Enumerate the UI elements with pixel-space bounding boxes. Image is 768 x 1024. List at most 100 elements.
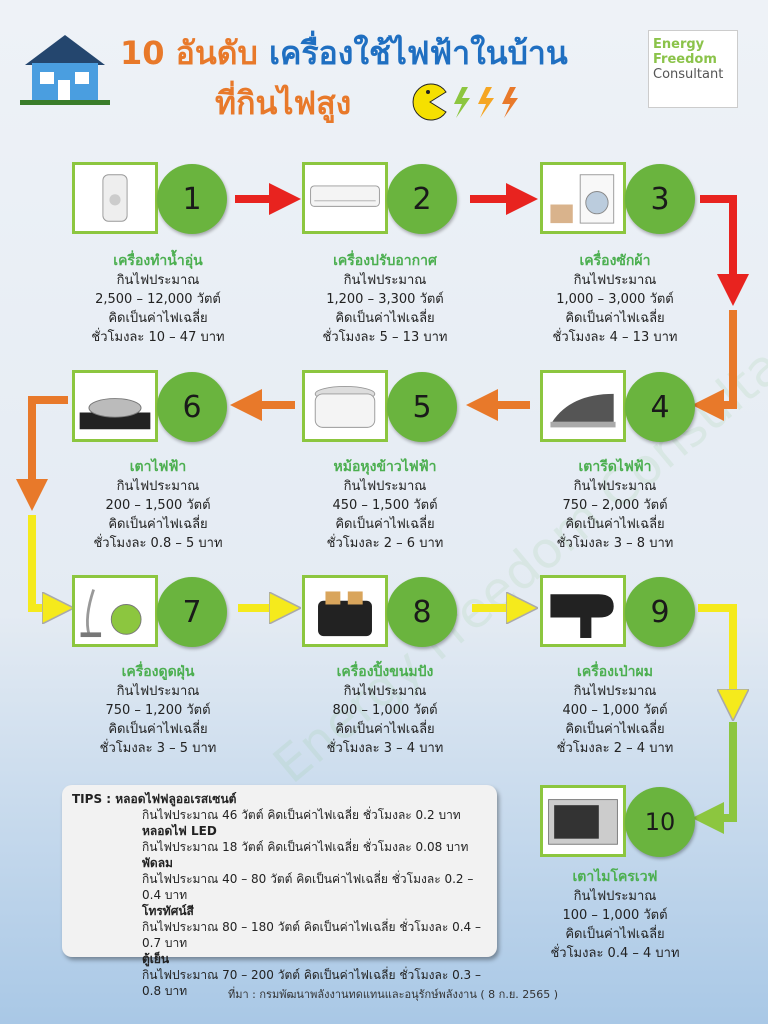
appliance-image xyxy=(540,785,626,857)
rank-badge: 4 xyxy=(625,372,695,442)
avg-label: คิดเป็นค่าไฟเฉลี่ย xyxy=(335,722,435,737)
uses-label: กินไฟประมาณ xyxy=(573,479,657,494)
appliance-name: เครื่องทำน้ำอุ่น xyxy=(113,253,203,269)
uses-label: กินไฟประมาณ xyxy=(343,684,427,699)
watts: 1,200 – 3,300 วัตต์ xyxy=(326,292,444,307)
vacuum-cleaner-icon xyxy=(80,589,142,638)
appliance-info: เตาไมโครเวฟ กินไฟประมาณ 100 – 1,000 วัตต… xyxy=(505,868,725,963)
avg-label: คิดเป็นค่าไฟเฉลี่ย xyxy=(565,311,665,326)
appliance-name: เครื่องเป่าผม xyxy=(577,664,653,680)
uses-label: กินไฟประมาณ xyxy=(573,273,657,288)
pacman-lightning-icon xyxy=(412,83,518,121)
appliance-info: เตารีดไฟฟ้า กินไฟประมาณ 750 – 2,000 วัตต… xyxy=(505,458,725,553)
uses-label: กินไฟประมาณ xyxy=(116,479,200,494)
title-line2: ที่กินไฟสูง xyxy=(215,84,352,122)
tip-detail: กินไฟประมาณ 46 วัตต์ คิดเป็นค่าไฟเฉลี่ย … xyxy=(142,808,461,822)
tip-name: หลอดไฟ LED xyxy=(142,824,217,838)
iron-icon xyxy=(550,393,616,428)
watts: 450 – 1,500 วัตต์ xyxy=(332,498,438,513)
appliance-image xyxy=(302,370,388,442)
watts: 1,000 – 3,000 วัตต์ xyxy=(556,292,674,307)
uses-label: กินไฟประมาณ xyxy=(573,684,657,699)
appliance-info: เครื่องปรับอากาศ กินไฟประมาณ 1,200 – 3,3… xyxy=(275,252,495,347)
washing-machine-icon xyxy=(550,174,615,224)
tip-detail: กินไฟประมาณ 40 – 80 วัตต์ คิดเป็นค่าไฟเฉ… xyxy=(142,872,474,902)
appliance-info: หม้อหุงข้าวไฟฟ้า กินไฟประมาณ 450 – 1,500… xyxy=(275,458,495,553)
appliance-name: เครื่องซักผ้า xyxy=(579,253,651,269)
appliance-image xyxy=(540,575,626,647)
uses-label: กินไฟประมาณ xyxy=(116,684,200,699)
appliance-image xyxy=(302,575,388,647)
appliance-image xyxy=(72,162,158,234)
hourly-cost: ชั่วโมงละ 4 – 13 บาท xyxy=(552,330,678,345)
appliance-name: เครื่องปรับอากาศ xyxy=(333,253,437,269)
arrow-3-down xyxy=(700,195,749,306)
title-line1: 10 อันดับ เครื่องใช้ไฟฟ้าในบ้าน xyxy=(120,34,568,72)
tip-name: TIPS : หลอดไฟฟลูออเรสเซนต์ xyxy=(72,792,237,806)
watts: 100 – 1,000 วัตต์ xyxy=(562,908,668,923)
electric-stove-icon xyxy=(79,398,151,430)
arrow-down-4 xyxy=(692,310,737,421)
avg-label: คิดเป็นค่าไฟเฉลี่ย xyxy=(565,927,665,942)
appliance-image xyxy=(302,162,388,234)
watts: 200 – 1,500 วัตต์ xyxy=(105,498,211,513)
appliance-info: เครื่องดูดฝุ่น กินไฟประมาณ 750 – 1,200 ว… xyxy=(48,663,268,758)
arrow-6-down xyxy=(16,396,68,511)
avg-label: คิดเป็นค่าไฟเฉลี่ย xyxy=(108,722,208,737)
hair-dryer-icon xyxy=(550,594,614,638)
rank-badge: 5 xyxy=(387,372,457,442)
air-conditioner-icon xyxy=(310,185,380,207)
uses-label: กินไฟประมาณ xyxy=(116,273,200,288)
hourly-cost: ชั่วโมงละ 0.4 – 4 บาท xyxy=(550,946,680,961)
appliance-name: เครื่องปิ้งขนมปัง xyxy=(336,664,434,680)
avg-label: คิดเป็นค่าไฟเฉลี่ย xyxy=(335,311,435,326)
appliance-name: เตาไมโครเวฟ xyxy=(572,869,658,885)
rank-badge: 8 xyxy=(387,577,457,647)
tip-detail: กินไฟประมาณ 18 วัตต์ คิดเป็นค่าไฟเฉลี่ย … xyxy=(142,840,469,854)
avg-label: คิดเป็นค่าไฟเฉลี่ย xyxy=(565,517,665,532)
watts: 400 – 1,000 วัตต์ xyxy=(562,703,668,718)
rank-badge: 7 xyxy=(157,577,227,647)
avg-label: คิดเป็นค่าไฟเฉลี่ย xyxy=(108,311,208,326)
tip-name: ตู้เย็น xyxy=(142,952,170,966)
rank-badge: 6 xyxy=(157,372,227,442)
appliance-info: เครื่องเป่าผม กินไฟประมาณ 400 – 1,000 วั… xyxy=(505,663,725,758)
appliance-image xyxy=(540,162,626,234)
appliance-info: เตาไฟฟ้า กินไฟประมาณ 200 – 1,500 วัตต์ ค… xyxy=(48,458,268,553)
watts: 750 – 1,200 วัตต์ xyxy=(105,703,211,718)
hourly-cost: ชั่วโมงละ 3 – 4 บาท xyxy=(326,741,444,756)
watts: 750 – 2,000 วัตต์ xyxy=(562,498,668,513)
tip-detail: กินไฟประมาณ 80 – 180 วัตต์ คิดเป็นค่าไฟเ… xyxy=(142,920,481,950)
appliance-name: หม้อหุงข้าวไฟฟ้า xyxy=(333,459,437,475)
rank-badge: 2 xyxy=(387,164,457,234)
appliance-name: เครื่องดูดฝุ่น xyxy=(121,664,195,680)
avg-label: คิดเป็นค่าไฟเฉลี่ย xyxy=(108,517,208,532)
arrow-down-7 xyxy=(28,515,58,608)
hourly-cost: ชั่วโมงละ 3 – 5 บาท xyxy=(99,741,217,756)
tip-detail: กินไฟประมาณ 70 – 200 วัตต์ คิดเป็นค่าไฟเ… xyxy=(142,968,481,998)
rank-badge: 1 xyxy=(157,164,227,234)
appliance-name: เตาไฟฟ้า xyxy=(129,459,187,475)
arrow-9-down xyxy=(698,604,733,705)
water-heater-icon xyxy=(102,174,128,222)
uses-label: กินไฟประมาณ xyxy=(343,479,427,494)
hourly-cost: ชั่วโมงละ 2 – 4 บาท xyxy=(556,741,674,756)
avg-label: คิดเป็นค่าไฟเฉลี่ย xyxy=(335,517,435,532)
tips-box: TIPS : หลอดไฟฟลูออเรสเซนต์ กินไฟประมาณ 4… xyxy=(62,785,497,998)
rice-cooker-icon xyxy=(314,385,376,428)
watts: 2,500 – 12,000 วัตต์ xyxy=(95,292,221,307)
hourly-cost: ชั่วโมงละ 5 – 13 บาท xyxy=(322,330,448,345)
microwave-icon xyxy=(548,799,618,845)
tip-name: พัดลม xyxy=(142,856,173,870)
source-note: ที่มา : กรมพัฒนาพลังงานทดแทนและอนุรักษ์พ… xyxy=(228,988,559,1001)
uses-label: กินไฟประมาณ xyxy=(343,273,427,288)
appliance-info: เครื่องปิ้งขนมปัง กินไฟประมาณ 800 – 1,00… xyxy=(275,663,495,758)
appliance-info: เครื่องทำน้ำอุ่น กินไฟประมาณ 2,500 – 12,… xyxy=(48,252,268,347)
rank-badge: 10 xyxy=(625,787,695,857)
appliance-image xyxy=(540,370,626,442)
appliance-image xyxy=(72,575,158,647)
avg-label: คิดเป็นค่าไฟเฉลี่ย xyxy=(565,722,665,737)
appliance-name: เตารีดไฟฟ้า xyxy=(578,459,652,475)
house-icon xyxy=(20,35,110,105)
